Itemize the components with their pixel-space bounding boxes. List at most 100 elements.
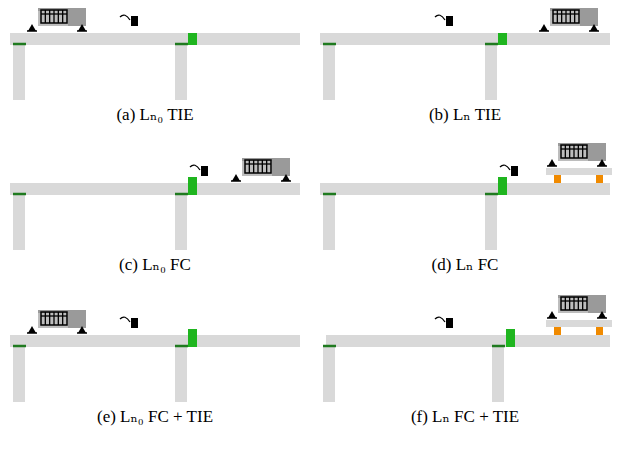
support-symbol: [28, 24, 36, 31]
train-grid-bar: [565, 297, 566, 310]
panel-caption: (d) Lₙ FC: [432, 255, 499, 275]
sensor: [131, 318, 138, 328]
train-grid-bar: [561, 10, 562, 23]
bearing-mark: [175, 43, 188, 46]
sensor-cable: [435, 317, 445, 322]
pier: [13, 45, 25, 100]
sensor: [131, 16, 138, 26]
support-base: [597, 165, 607, 167]
train-body-light: [558, 146, 588, 161]
train-grid-bar: [41, 315, 67, 316]
train-grid-bar: [565, 10, 566, 23]
pier: [485, 45, 497, 100]
train-grid-bar: [253, 160, 254, 173]
train-grid-bar: [561, 300, 587, 301]
train-grid-bar: [58, 10, 59, 23]
support-base: [547, 317, 557, 319]
support-base: [27, 332, 37, 334]
panel-caption: (b) Lₙ TIE: [429, 105, 501, 125]
train-grid-bar: [553, 13, 579, 14]
support-symbol: [78, 24, 86, 31]
panel: [10, 158, 300, 250]
support-base: [539, 30, 549, 32]
expansion-joint: [498, 33, 507, 45]
train-grid-bar: [557, 10, 558, 23]
train-grid-bar: [58, 312, 59, 325]
train-grid-bar: [45, 312, 46, 325]
sensor-cable: [500, 165, 510, 170]
support-base: [77, 332, 87, 334]
bridge-deck: [10, 335, 300, 347]
train-body-light: [558, 298, 588, 313]
pier: [323, 195, 335, 250]
support-base: [27, 30, 37, 32]
support-symbol: [540, 24, 548, 31]
train-grid-bar: [573, 297, 574, 310]
slab: [546, 320, 612, 327]
pier: [175, 45, 187, 100]
train-grid-bar: [561, 148, 587, 149]
bearing-mark: [492, 345, 505, 348]
pier: [13, 195, 25, 250]
support-symbol: [282, 174, 290, 181]
expansion-joint: [188, 177, 197, 195]
train-grid: [41, 10, 67, 23]
panel: [10, 310, 300, 402]
panel: [320, 143, 612, 250]
bridge-deck: [326, 335, 610, 347]
panel-caption: (c) Lₙ₀ FC: [119, 255, 191, 275]
sensor: [446, 16, 453, 26]
bearing-pad: [554, 175, 561, 183]
slab: [546, 168, 612, 175]
pier: [492, 347, 504, 402]
train-grid-bar: [570, 10, 571, 23]
train-grid-bar: [582, 297, 583, 310]
expansion-joint: [188, 33, 197, 45]
bearing-mark: [323, 345, 336, 348]
expansion-joint: [498, 177, 507, 195]
bridge-deck: [10, 183, 300, 195]
train-grid-bar: [245, 163, 271, 164]
support-base: [281, 180, 291, 182]
expansion-joint: [506, 329, 515, 347]
sensor: [511, 166, 518, 176]
train-grid-bar: [578, 297, 579, 310]
train-grid: [561, 145, 587, 158]
support-symbol: [598, 311, 606, 318]
panel: [10, 8, 300, 100]
bearing-mark: [485, 43, 498, 46]
support-symbol: [548, 159, 556, 166]
sensor: [446, 318, 453, 328]
bearing-mark: [13, 345, 26, 348]
pier: [485, 195, 497, 250]
train-grid: [245, 160, 271, 173]
bearing-mark: [175, 345, 188, 348]
sensor-cable: [120, 15, 130, 20]
pier: [13, 347, 25, 402]
support-symbol: [548, 311, 556, 318]
sensor-cable: [435, 15, 445, 20]
train-grid-bar: [569, 145, 570, 158]
pier: [175, 347, 187, 402]
support-symbol: [78, 326, 86, 333]
panel: [320, 8, 610, 100]
train-grid-bar: [45, 10, 46, 23]
bearing-mark: [323, 193, 336, 196]
bearing-mark: [175, 193, 188, 196]
bridge-deck: [320, 183, 610, 195]
sensor-cable: [190, 165, 200, 170]
bearing-pad: [554, 327, 561, 335]
train-grid-bar: [249, 160, 250, 173]
train-grid-bar: [569, 297, 570, 310]
bridge-deck: [10, 33, 300, 45]
bearing-pad: [596, 175, 603, 183]
expansion-joint: [188, 329, 197, 347]
train-grid-bar: [574, 10, 575, 23]
sensor: [201, 166, 208, 176]
bearing-mark: [13, 193, 26, 196]
panel-caption: (a) Lₙ₀ TIE: [116, 105, 193, 125]
support-symbol: [28, 326, 36, 333]
train-grid-bar: [257, 160, 258, 173]
panel: [323, 295, 612, 402]
